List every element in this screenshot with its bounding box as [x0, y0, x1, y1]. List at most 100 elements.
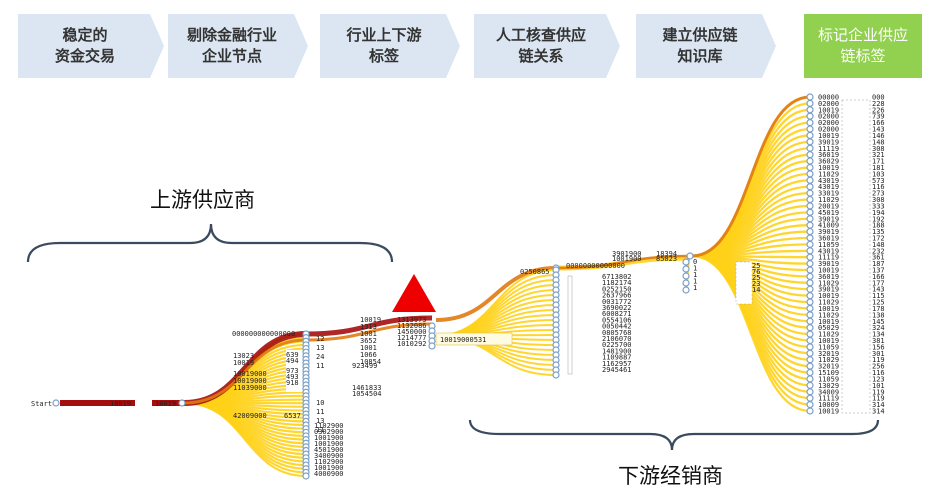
flow-node: [806, 119, 814, 127]
final-left-label: 20019: [818, 202, 839, 210]
flow-node: [806, 234, 814, 242]
final-right-label: 156: [872, 343, 885, 351]
mid-hub-node: [686, 252, 694, 260]
final-dashed-box: [841, 99, 871, 414]
red-cluster-label: 1010292: [397, 340, 427, 348]
cluster-a-right-label: 11: [316, 408, 324, 416]
mid-top-label: 85023: [656, 255, 677, 263]
cluster-a-left-label: 10019000: [233, 377, 267, 385]
flow-node: [806, 266, 814, 274]
flow-node: [806, 381, 814, 389]
hub-right-label: 1001: [360, 344, 377, 352]
final-right-label: 000: [872, 94, 885, 102]
final-right-label: 188: [872, 222, 885, 230]
final-left-label: 10019: [818, 132, 839, 140]
flow-node: [302, 472, 310, 480]
upstream-brace: [26, 223, 394, 263]
final-right-label: 143: [872, 126, 885, 134]
mid-orange-flow: [557, 254, 691, 270]
downstream-right-label: 0252150: [602, 285, 632, 293]
flow-node: [806, 330, 814, 338]
final-right-label: 192: [872, 215, 885, 223]
flow-node: [806, 227, 814, 236]
final-left-label: 13029: [818, 382, 839, 390]
final-right-label: 194: [872, 209, 885, 217]
final-left-label: 41009: [818, 222, 839, 230]
final-left-label: 11029: [818, 170, 839, 178]
red-cluster-label: 1313973: [397, 316, 427, 324]
start-flow-bar: [60, 400, 135, 406]
step-industry-tags: 行业上下游 标签: [320, 14, 460, 78]
hub-right-label: 1001: [360, 330, 377, 338]
final-right-label: 361: [872, 254, 885, 262]
flow-node: [806, 215, 814, 223]
cluster-a-right-label: 13: [316, 417, 324, 425]
hub-right-label: 1066: [360, 351, 377, 359]
mid-small-label: 1: [693, 265, 697, 273]
flow-node: [682, 265, 690, 273]
final-right-label: 172: [872, 234, 885, 242]
final-right-label: 573: [872, 177, 885, 185]
hub-right-label: 3652: [360, 337, 377, 345]
final-left-label: 11029: [818, 356, 839, 364]
final-right-label: 324: [872, 324, 885, 332]
flow-node: [806, 170, 814, 178]
flow-nodes: [52, 93, 814, 480]
mid-small-label: 1: [693, 271, 697, 279]
final-left-label: 02000: [818, 126, 839, 134]
final-right-label: 138: [872, 311, 885, 319]
final-left-label: 11119: [818, 145, 839, 153]
final-right-label: 116: [872, 183, 885, 191]
step-build-knowledge-base: 建立供应链 知识库: [636, 14, 776, 78]
red-cluster-label: 1214777: [397, 334, 427, 342]
final-left-label: 36019: [818, 234, 839, 242]
final-left-label: 10019: [818, 164, 839, 172]
cluster-a-bottom-label: 4000900: [314, 470, 344, 478]
cluster-a-left-label: 13023: [233, 352, 254, 360]
flow-node: [806, 106, 814, 114]
final-left-label: 11059: [818, 343, 839, 351]
cluster-a-bottom-label: 1001900: [314, 464, 344, 472]
flow-node: [806, 324, 814, 332]
flow-node: [806, 163, 814, 172]
final-left-label: 10019: [818, 337, 839, 345]
final-right-label: 308: [872, 145, 885, 153]
final-left-label: 32019: [818, 350, 839, 358]
mid-top-label: 18394: [656, 250, 677, 258]
final-right-label: 308: [872, 196, 885, 204]
final-left-label: 39019: [818, 286, 839, 294]
red-cluster-label: 1132086: [397, 322, 427, 330]
downstream-right-label: 2945461: [602, 366, 632, 374]
hub-right-label: 1313: [360, 323, 377, 331]
cluster-a-right-label: 11: [316, 362, 324, 370]
final-right-label: 301: [872, 350, 885, 358]
final-left-label: 11029: [818, 196, 839, 204]
main-orange-flow: [183, 338, 307, 405]
final-right-label: 314: [872, 408, 885, 416]
cluster-a-right-label: 10: [316, 399, 324, 407]
final-right-label: 148: [872, 138, 885, 146]
final-right-label: 177: [872, 279, 885, 287]
final-left-label: 39019: [818, 260, 839, 268]
mid-num-label: 76: [752, 268, 760, 276]
cluster-a-left-label: 10019: [233, 359, 254, 367]
final-right-label: 119: [872, 395, 885, 403]
downstream-right-label: 1109887: [602, 354, 632, 362]
flow-node: [806, 99, 814, 108]
final-right-label: 228: [872, 100, 885, 108]
flow-node: [806, 407, 814, 415]
final-left-label: 36019: [818, 273, 839, 281]
downstream-right-label: 1162957: [602, 360, 632, 368]
flow-node: [682, 272, 690, 280]
downstream-right-label: 1481900: [602, 347, 632, 355]
final-right-label: 256: [872, 363, 885, 371]
final-right-label: 739: [872, 113, 885, 121]
mid-small-label: 1: [693, 278, 697, 286]
hub-right-label: 10854: [360, 358, 381, 366]
final-right-label: 314: [872, 401, 885, 409]
final-right-label: 166: [872, 273, 885, 281]
hub-node-a: [178, 399, 186, 407]
final-left-label: 43019: [818, 183, 839, 191]
